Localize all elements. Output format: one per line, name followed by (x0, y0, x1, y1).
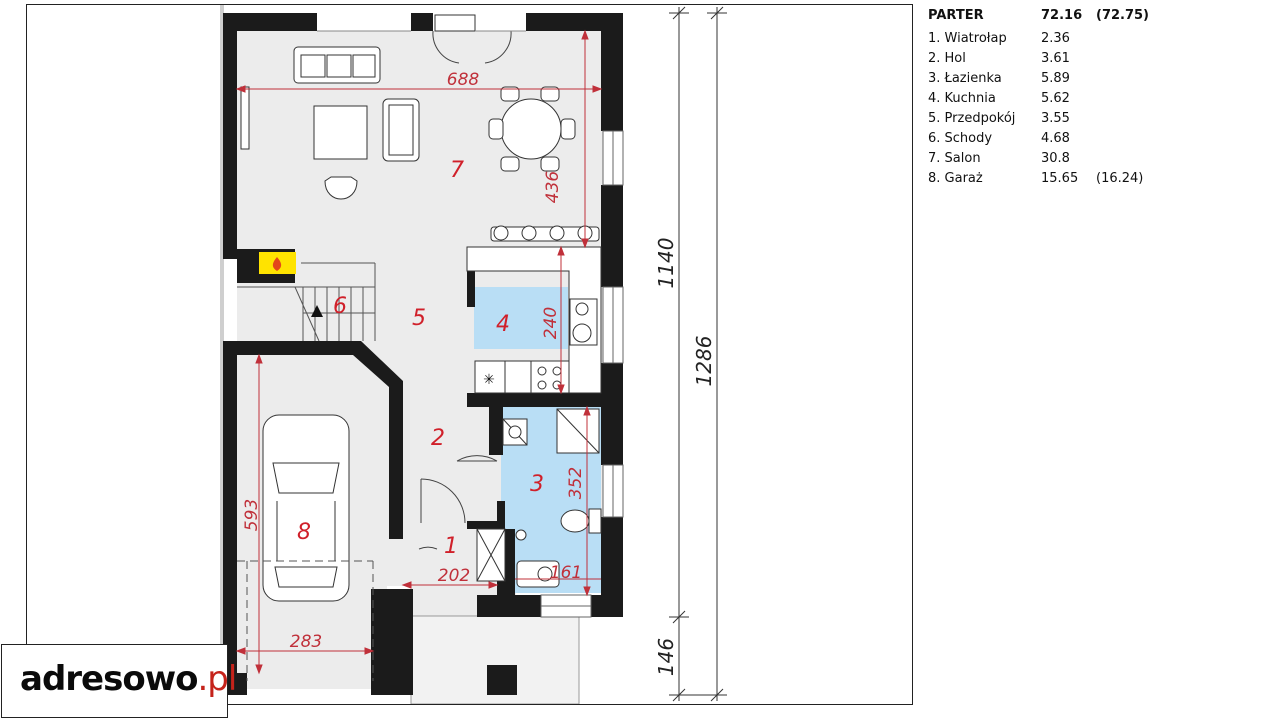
car-icon (262, 414, 350, 602)
logo-tld: .pl (197, 659, 237, 699)
wall-kitchen-left (467, 271, 475, 307)
wall-shaft-side (505, 529, 515, 595)
dim-house-depth: 1140 (654, 238, 678, 289)
site-boundary (220, 5, 224, 704)
room-area: 2.36 (1041, 31, 1070, 46)
room-label: 1. Wiatrołap (928, 31, 1007, 46)
wall-porch-pillar (487, 665, 517, 695)
wall-top-left (223, 13, 317, 31)
dim-salon-width: 688 (447, 70, 480, 90)
floor-total-area-alt: (72.75) (1096, 8, 1150, 23)
room-area-alt: (16.24) (1096, 171, 1144, 186)
wall-garage-corner (237, 673, 247, 695)
coffee-table (313, 105, 368, 160)
room-number-1: 1 (444, 534, 458, 559)
room-label: 8. Garaż (928, 171, 983, 186)
wall-top-mid (411, 13, 433, 31)
ventilation-shaft (476, 528, 506, 582)
table-row: 4. Kuchnia 5.62 (928, 89, 1268, 109)
floor-name: PARTER (928, 8, 984, 23)
kitchen-units (466, 246, 602, 394)
room-label: 4. Kuchnia (928, 91, 996, 106)
windows (540, 130, 624, 618)
room-label: 7. Salon (928, 151, 981, 166)
room-area: 30.8 (1041, 151, 1070, 166)
dim-total-depth: 1286 (692, 336, 716, 387)
dim-bath-depth: 352 (566, 467, 586, 499)
dim-garage-width: 283 (290, 632, 322, 652)
wall-kitchen-bottom (467, 393, 603, 407)
room-number-2: 2 (431, 426, 445, 451)
garage-door-line (237, 560, 374, 681)
floor-plan: ✳ (26, 4, 913, 705)
table-row: 8. Garaż 15.65 (16.24) (928, 169, 1268, 189)
table-row: 2. Hol 3.61 (928, 49, 1268, 69)
room-label: 5. Przedpokój (928, 111, 1016, 126)
table-row: 3. Łazienka 5.89 (928, 69, 1268, 89)
wall-right-2 (601, 185, 623, 287)
fire-icon (272, 257, 282, 271)
dim-porch-depth: 146 (654, 638, 678, 676)
table-row: 6. Schody 4.68 (928, 129, 1268, 149)
floor-total-area: 72.16 (1041, 8, 1083, 23)
floor-plan-drawing: ✳ (220, 5, 727, 704)
wall-hall-bottom (389, 521, 403, 539)
wall-top-right (526, 13, 623, 31)
room-area: 3.55 (1041, 111, 1070, 126)
logo-text: adresowo.pl (20, 659, 237, 699)
wall-right-4 (601, 517, 623, 617)
dim-kitchen-depth: 240 (541, 307, 561, 339)
dining-table (500, 98, 562, 160)
room-number-6: 6 (333, 294, 347, 319)
room-number-4: 4 (496, 312, 510, 337)
room-area: 4.68 (1041, 131, 1070, 146)
wall-garage-front (371, 589, 413, 695)
table-row: 7. Salon 30.8 (928, 149, 1268, 169)
dim-garage-depth: 593 (242, 499, 262, 531)
room-area: 15.65 (1041, 171, 1079, 186)
room-area-table: PARTER 72.16 (72.75) 1. Wiatrołap 2.36 2… (928, 6, 1268, 189)
dim-vestibule-width: 202 (438, 566, 470, 586)
wall-right-1 (601, 13, 623, 131)
room-number-5: 5 (412, 306, 426, 331)
table-row: 5. Przedpokój 3.55 (928, 109, 1268, 129)
wall-left-lower (223, 341, 237, 695)
room-label: 2. Hol (928, 51, 966, 66)
room-area: 3.61 (1041, 51, 1070, 66)
doors (317, 30, 526, 550)
furniture (240, 14, 600, 242)
toilet (560, 509, 590, 533)
lounge-chair (324, 176, 358, 200)
room-number-7: 7 (450, 158, 464, 183)
room-label: 3. Łazienka (928, 71, 1002, 86)
room-number-3: 3 (530, 472, 544, 497)
overall-dimension-lines (669, 6, 727, 702)
bathroom-fixtures (502, 408, 602, 588)
wall-right-3 (601, 363, 623, 465)
dim-salon-depth: 436 (543, 171, 563, 204)
logo-name: adresowo (20, 659, 198, 699)
site-logo[interactable]: adresowo.pl (1, 644, 237, 718)
room-area: 5.62 (1041, 91, 1070, 106)
room-number-8: 8 (297, 520, 311, 545)
wall-vestibule-top (467, 521, 503, 529)
area-table-header: PARTER 72.16 (72.75) (928, 6, 1268, 26)
fan-icon: ✳ (483, 372, 495, 388)
kitchen-floor (474, 287, 568, 349)
room-label: 6. Schody (928, 131, 993, 146)
wall-left-upper (223, 13, 237, 259)
wall-bath-left-upper (489, 393, 503, 455)
stair-arrow (311, 305, 323, 317)
room-area: 5.89 (1041, 71, 1070, 86)
table-row: 1. Wiatrołap 2.36 (928, 29, 1268, 49)
dimension-lines (235, 29, 603, 675)
dim-bath-width: 161 (550, 563, 582, 583)
